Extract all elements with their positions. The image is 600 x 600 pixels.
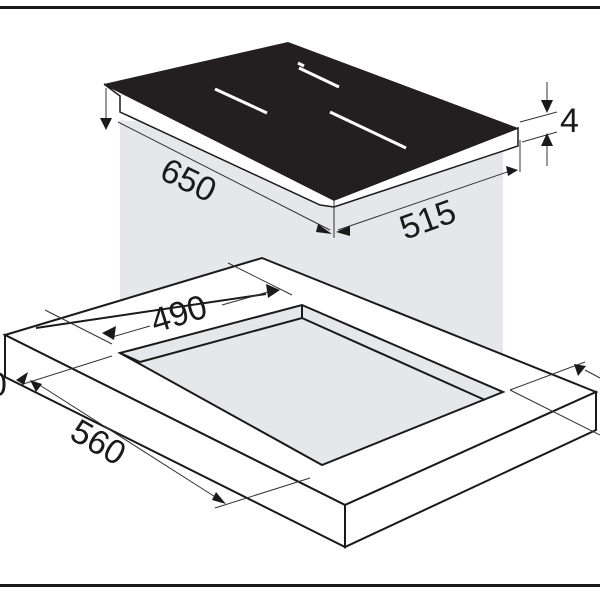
- arrow-490-right: [266, 284, 280, 298]
- burner-mark-2: [298, 66, 340, 89]
- arrow-560-left: [30, 380, 42, 392]
- arrow-560-right: [212, 492, 226, 504]
- arrow-right-partial: [574, 364, 586, 376]
- arrow-650-right: [316, 224, 332, 234]
- countertop-inner-line: [35, 293, 267, 329]
- bottom-frame-line: [0, 584, 600, 587]
- arrow-515-right: [506, 166, 518, 176]
- arrow-515-left: [336, 226, 350, 236]
- top-frame-line: [0, 6, 600, 9]
- arrow-650-left: [100, 118, 112, 130]
- burner-mark-4: [297, 61, 305, 68]
- burner-mark-1: [214, 87, 268, 115]
- dimension-arrows: [16, 100, 586, 504]
- cutout-opening: [117, 303, 506, 467]
- dimension-lines: [19, 82, 600, 509]
- arrow-4-bottom: [541, 133, 553, 146]
- arrow-490-left: [102, 326, 116, 340]
- countertop-right-face: [344, 390, 597, 549]
- burner-mark-3: [329, 110, 407, 150]
- arrow-560-up: [16, 372, 28, 385]
- cutout-left-wall: [119, 352, 141, 363]
- hob-glass-top: [104, 42, 518, 200]
- dim-label-left-partial: 0: [0, 366, 7, 404]
- arrow-4-top: [541, 100, 553, 113]
- dim-label-4: 4: [560, 102, 579, 140]
- countertop: [2, 256, 599, 549]
